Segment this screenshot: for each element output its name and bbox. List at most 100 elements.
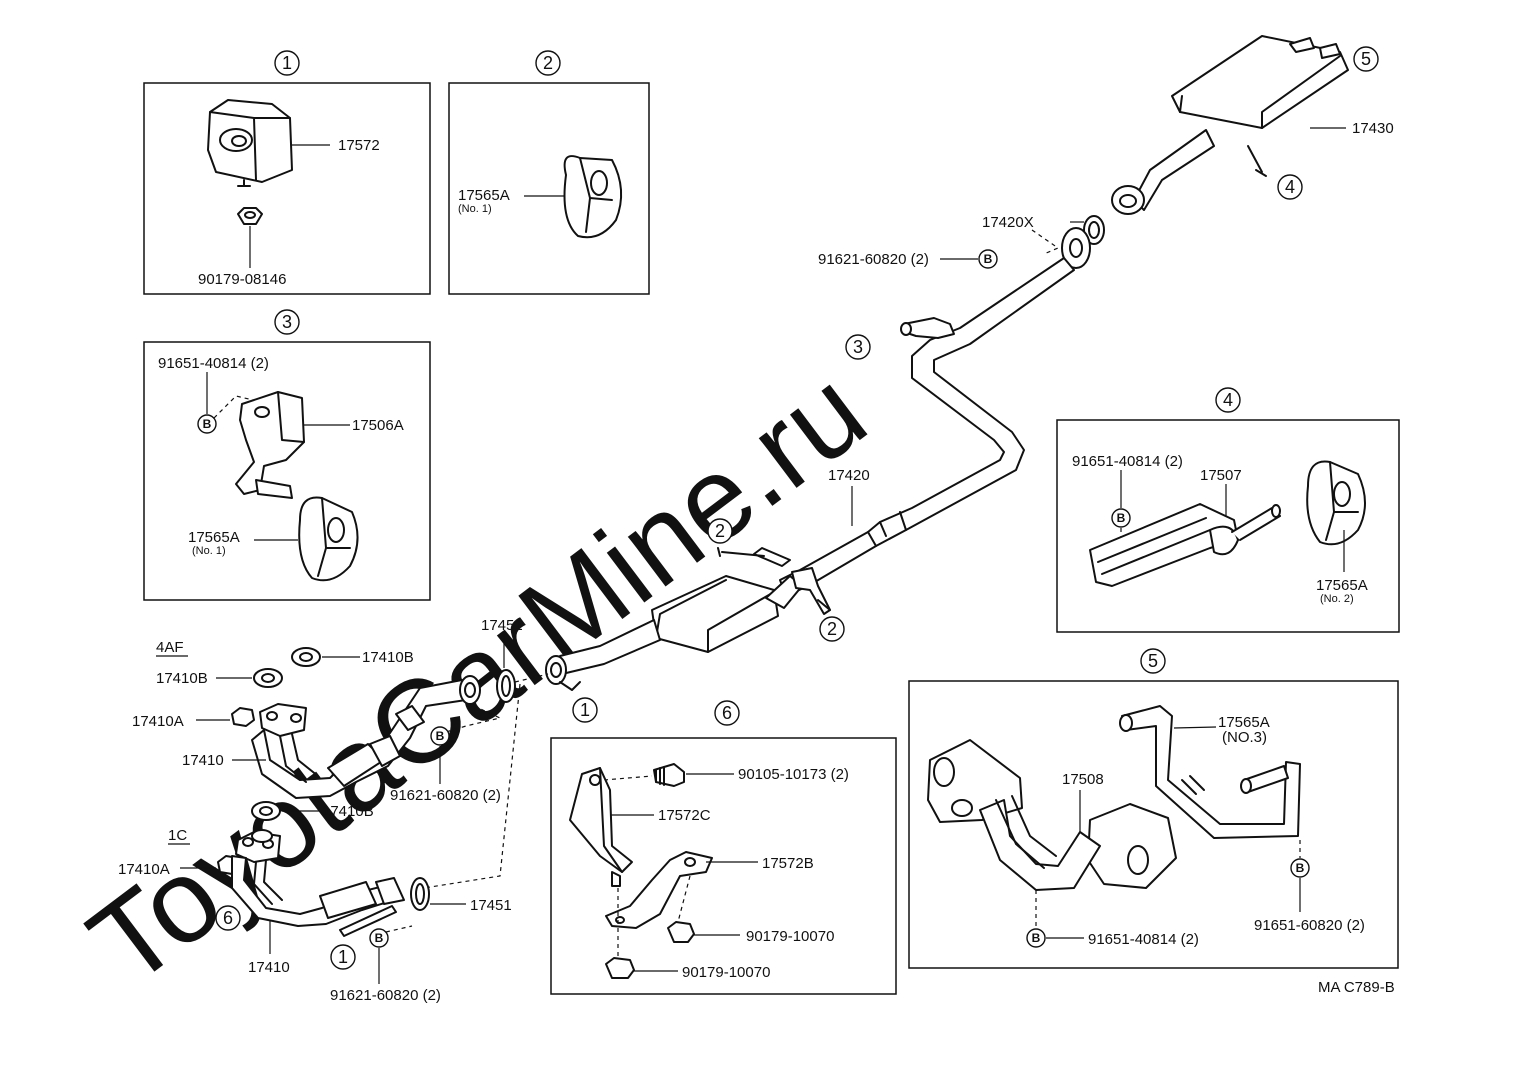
- label-17565a-view2: 17565A: [458, 187, 510, 204]
- callout-6-circle: [215, 905, 241, 931]
- bracket-17506a-drawing: [235, 391, 305, 499]
- hanger-17565a-no1-drawing: [563, 155, 623, 239]
- label-17410b-mid: 17410B: [322, 803, 374, 820]
- label-17508: 17508: [1062, 771, 1104, 788]
- view-1-number-circle: [274, 50, 300, 76]
- callout-1-bottom: 1: [338, 947, 348, 967]
- label-91621-60820-top: 91621-60820 (2): [818, 251, 929, 268]
- label-17410b-left: 17410B: [156, 670, 208, 687]
- view-3: 3 91651-40814 (2) B 17506A 17565A (No. 1…: [143, 309, 431, 601]
- b-circle-view4: [1111, 508, 1131, 528]
- gasket-17451-bottom-drawing: [410, 877, 430, 911]
- callout-1-circle-bottom: [330, 944, 356, 970]
- label-17451-top: 17451: [481, 617, 523, 634]
- label-no1-view3: (No. 1): [192, 545, 226, 557]
- callout-6: 6: [223, 908, 233, 928]
- label-17420: 17420: [828, 467, 870, 484]
- b-circle-top: [978, 249, 998, 269]
- nut-90179-10070-b-drawing: [605, 957, 635, 979]
- center-muffler-inlet-drawing: [545, 619, 661, 691]
- view-2: 2 17565A (No. 1): [448, 50, 650, 295]
- view-1: 1 17572 90179-08146: [143, 50, 431, 295]
- label-91651-40814-view3: 91651-40814 (2): [158, 355, 269, 372]
- label-17410a-bottom: 17410A: [118, 861, 170, 878]
- bracket-17572c-drawing: [569, 767, 633, 887]
- view-4: 4 91651-40814 (2) B 17507 17565A (No. 2): [1056, 387, 1400, 633]
- main-assembly: 5 17430 4 17420X 91621-60820 (2) B 3 174…: [118, 35, 1394, 1004]
- label-17572c: 17572C: [658, 807, 711, 824]
- view-6: 6 90105-10173 (2) 17572C 17572B 90179-1: [550, 700, 897, 995]
- nut-90179-08146-drawing: [237, 207, 263, 225]
- nut-90179-10070-a-drawing: [667, 921, 695, 943]
- view-3-number: 3: [282, 312, 292, 332]
- front-pipe-17410-1c-drawing: [231, 829, 405, 937]
- label-17410b-top: 17410B: [362, 649, 414, 666]
- view-4-box: [1056, 419, 1400, 633]
- b-circle-mid: [430, 726, 450, 746]
- label-17506a: 17506A: [352, 417, 404, 434]
- callout-1-circle: [572, 697, 598, 723]
- callout-4-circle: [1277, 174, 1303, 200]
- gasket-17410b-mid-drawing: [251, 801, 281, 821]
- b-circle-view5-left: [1026, 928, 1046, 948]
- b-symbol-view4: B: [1117, 511, 1126, 525]
- callout-5-circle: [1353, 46, 1379, 72]
- label-17572b: 17572B: [762, 855, 814, 872]
- b-symbol-view3: B: [203, 417, 212, 431]
- b-symbol-bottom: B: [375, 931, 384, 945]
- label-17430: 17430: [1352, 120, 1394, 137]
- label-91621-60820-mid: 91621-60820 (2): [390, 787, 501, 804]
- label-91651-60820-view5: 91651-60820 (2): [1254, 917, 1365, 934]
- label-91651-40814-view4: 91651-40814 (2): [1072, 453, 1183, 470]
- view-5-number: 5: [1148, 651, 1158, 671]
- view-1-box: [143, 82, 431, 295]
- b-circle-view3: [197, 414, 217, 434]
- bracket-17507-drawing: [1089, 503, 1281, 587]
- gasket-17410b-top-drawing: [291, 647, 321, 667]
- label-17565a-view4: 17565A: [1316, 577, 1368, 594]
- view-6-box: [550, 737, 897, 995]
- nut-17410a-top-drawing: [231, 707, 255, 727]
- view-2-number-circle: [535, 50, 561, 76]
- view-3-number-circle: [274, 309, 300, 335]
- b-symbol-view5-right: B: [1296, 861, 1305, 875]
- label-17565a-view3: 17565A: [188, 529, 240, 546]
- view-2-box: [448, 82, 650, 295]
- view-3-box: [143, 341, 431, 601]
- view-4-number: 4: [1223, 390, 1233, 410]
- hanger-17565a-no2-drawing: [1306, 460, 1366, 546]
- label-90179-08146: 90179-08146: [198, 271, 286, 288]
- label-no3-view5: (NO.3): [1222, 729, 1267, 746]
- label-90179-10070-a: 90179-10070: [746, 928, 834, 945]
- tail-muffler-17430-drawing: [1111, 35, 1349, 215]
- label-17410a-top: 17410A: [132, 713, 184, 730]
- bolt-90105-10173-drawing: [653, 763, 685, 787]
- label-4af: 4AF: [156, 639, 184, 656]
- view-5-box: [908, 680, 1399, 969]
- hanger-17565a-view3-drawing: [298, 496, 359, 582]
- diagram-code: MA C789-B: [1318, 979, 1395, 996]
- callout-1: 1: [580, 700, 590, 720]
- front-pipe-17410-4af-drawing: [251, 675, 481, 799]
- hanger-17565a-no3-drawing: [1119, 705, 1301, 839]
- view-6-number: 6: [722, 703, 732, 723]
- gasket-17420x-drawing: [1083, 215, 1105, 245]
- b-symbol-view5-left: B: [1032, 931, 1041, 945]
- label-17565a-view5: 17565A: [1218, 714, 1270, 731]
- label-90105-10173: 90105-10173 (2): [738, 766, 849, 783]
- view-6-number-circle: [714, 700, 740, 726]
- center-pipe-17420-drawing: [779, 227, 1091, 597]
- view-5-number-circle: [1140, 648, 1166, 674]
- b-symbol-mid: B: [436, 729, 445, 743]
- gasket-17451-top-drawing: [496, 669, 516, 703]
- label-1c: 1C: [168, 827, 187, 844]
- label-17451-bottom: 17451: [470, 897, 512, 914]
- view-2-number: 2: [543, 53, 553, 73]
- callout-2-circle-bottom: [819, 616, 845, 642]
- b-circle-view5-right: [1290, 858, 1310, 878]
- gasket-17410b-left-drawing: [253, 668, 283, 688]
- label-17410-top: 17410: [182, 752, 224, 769]
- bracket-17508-drawing: [927, 739, 1177, 891]
- label-17507: 17507: [1200, 467, 1242, 484]
